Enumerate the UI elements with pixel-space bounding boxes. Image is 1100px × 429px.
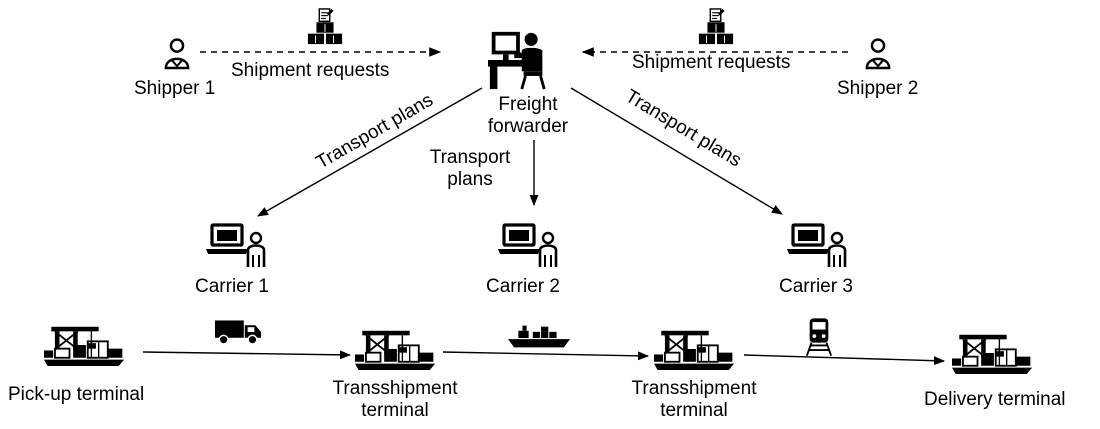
transport-plans-center-line1: Transport — [429, 147, 511, 168]
shipment-package-icon-2 — [698, 8, 734, 45]
carrier-2-laptop-person-icon — [497, 223, 558, 267]
transshipment-terminal-2-line1: Transshipment — [631, 378, 757, 399]
transport-plan-arrow-1 — [257, 87, 483, 217]
freight-forwarder-line1: Freight — [498, 94, 558, 115]
carrier-1-laptop-person-icon — [205, 223, 266, 267]
shipment-requests-label-1: Shipment requests — [231, 60, 390, 81]
transport-plans-label-center: Transport plans — [418, 147, 522, 191]
route-arrow-3 — [743, 354, 946, 366]
freight-forwarder-line2: forwarder — [487, 116, 569, 137]
freight-forwarder-icon — [488, 30, 546, 90]
freight-forwarder-label: Freight forwarder — [480, 94, 576, 138]
transport-plans-center-line2: plans — [447, 169, 493, 190]
route-arrow-1 — [142, 350, 352, 360]
transshipment-terminal-1-line1: Transshipment — [332, 378, 458, 399]
carrier-3-label: Carrier 3 — [779, 276, 853, 297]
transshipment-terminal-1-label: Transshipment terminal — [325, 378, 465, 422]
train-icon — [805, 318, 833, 356]
shipper-1-person-icon — [164, 38, 190, 70]
shipper-2-label: Shipper 2 — [837, 78, 919, 99]
truck-icon — [215, 319, 262, 345]
transport-plan-arrow-3 — [570, 87, 783, 215]
shipment-requests-label-2: Shipment requests — [632, 52, 791, 73]
shipper-2-person-icon — [865, 38, 891, 70]
ship-icon — [508, 325, 570, 348]
shipper-1-label: Shipper 1 — [134, 78, 216, 99]
route-arrow-2 — [442, 351, 650, 361]
transshipment-terminal-1-line2: terminal — [361, 400, 429, 421]
transshipment-terminal-2-label: Transshipment terminal — [624, 378, 764, 422]
delivery-terminal-icon — [952, 333, 1034, 375]
transshipment-terminal-2-line2: terminal — [660, 400, 728, 421]
carrier-3-laptop-person-icon — [786, 223, 847, 267]
carrier-1-label: Carrier 1 — [195, 276, 269, 297]
transshipment-terminal-2-icon — [654, 329, 736, 371]
carrier-2-label: Carrier 2 — [486, 276, 560, 297]
pickup-terminal-icon — [44, 325, 126, 367]
shipment-package-icon-1 — [307, 8, 343, 45]
transshipment-terminal-1-icon — [355, 329, 437, 371]
pickup-terminal-label: Pick-up terminal — [8, 384, 145, 405]
delivery-terminal-label: Delivery terminal — [924, 389, 1066, 410]
